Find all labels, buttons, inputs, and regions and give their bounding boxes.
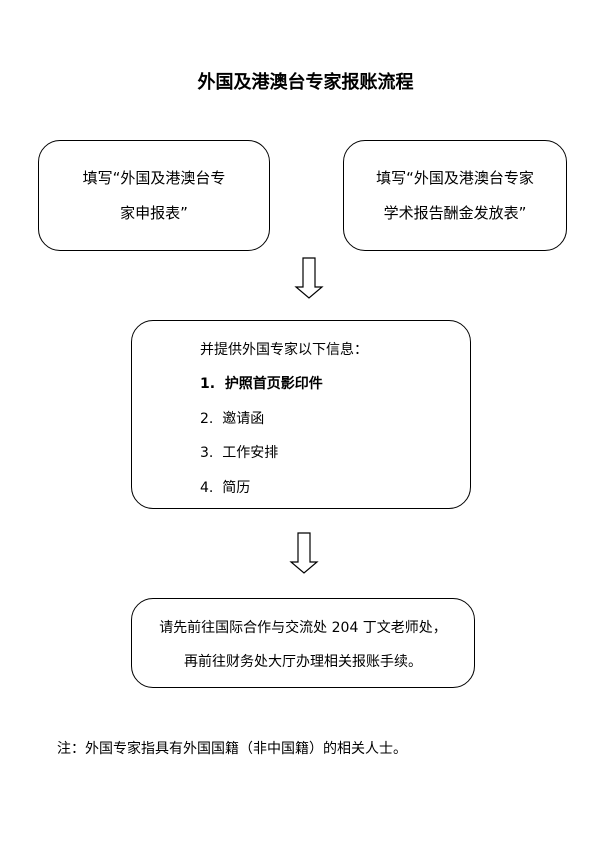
box-final-steps: 请先前往国际合作与交流处 204 丁文老师处， 再前往财务处大厅办理相关报账手续…	[131, 598, 475, 688]
item-text: 简历	[222, 480, 251, 496]
item-number: 3.	[200, 445, 214, 461]
info-item: 3. 工作安排	[200, 442, 278, 462]
box-lecture-fee-form: 填写“外国及港澳台专家 学术报告酬金发放表”	[343, 140, 567, 251]
footnote: 注：外国专家指具有外国国籍（非中国籍）的相关人士。	[57, 741, 407, 757]
item-number: 2.	[200, 411, 214, 427]
box-expert-info: 并提供外国专家以下信息： 1. 护照首页影印件 2. 邀请函 3. 工作安排 4…	[131, 320, 471, 509]
final-line1: 请先前往国际合作与交流处 204 丁文老师处，	[159, 620, 447, 636]
info-item: 1. 护照首页影印件	[200, 373, 323, 393]
info-heading: 并提供外国专家以下信息：	[200, 342, 368, 358]
box-left-line1: 填写“外国及港澳台专	[82, 169, 226, 187]
box-expert-application-form: 填写“外国及港澳台专 家申报表”	[38, 140, 270, 251]
box-right-line1: 填写“外国及港澳台专家	[376, 169, 534, 187]
item-text: 工作安排	[222, 445, 279, 461]
info-item: 2. 邀请函	[200, 408, 264, 428]
item-number: 1.	[200, 376, 216, 392]
down-arrow-icon	[294, 257, 324, 299]
box-left-line2: 家申报表”	[120, 204, 188, 222]
page-title: 外国及港澳台专家报账流程	[197, 72, 414, 93]
down-arrow-icon	[289, 532, 319, 574]
item-text: 邀请函	[222, 411, 265, 427]
final-line2: 再前往财务处大厅办理相关报账手续。	[184, 654, 422, 670]
box-right-line2: 学术报告酬金发放表”	[383, 204, 527, 222]
info-item: 4. 简历	[200, 477, 250, 497]
item-number: 4.	[200, 480, 214, 496]
item-text: 护照首页影印件	[224, 376, 323, 392]
